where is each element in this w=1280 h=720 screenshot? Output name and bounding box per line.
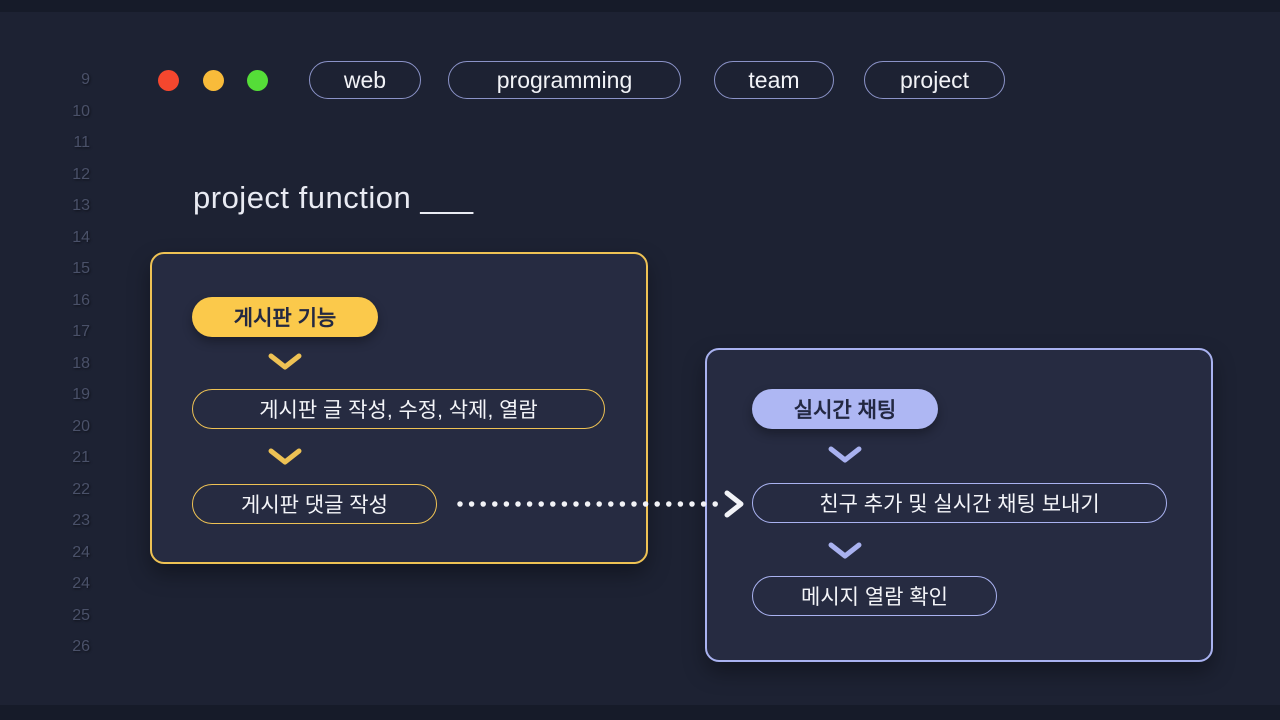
page-title: project function ___ (193, 180, 474, 215)
line-number: 19 (72, 386, 90, 403)
dotted-arrow-icon (457, 490, 744, 518)
bottom-edge-strip (0, 705, 1280, 720)
line-number: 9 (81, 71, 90, 88)
window-zoom-icon[interactable] (247, 70, 268, 91)
line-number: 13 (72, 197, 90, 214)
tag-web[interactable]: web (309, 61, 421, 99)
window-close-icon[interactable] (158, 70, 179, 91)
board-step-pill: 게시판 글 작성, 수정, 삭제, 열람 (192, 389, 605, 429)
line-number: 24 (72, 543, 90, 561)
chevron-down-icon (828, 446, 862, 463)
board-step-pill: 게시판 댓글 작성 (192, 484, 437, 524)
line-number: 26 (72, 638, 90, 655)
line-number: 18 (72, 354, 90, 372)
top-edge-strip (0, 0, 1280, 12)
chat-step-pill: 메시지 열람 확인 (752, 576, 997, 616)
line-number: 12 (72, 165, 90, 183)
tag-programming[interactable]: programming (448, 61, 681, 99)
line-number: 16 (72, 291, 90, 309)
line-number: 24 (72, 575, 90, 592)
line-number: 21 (72, 449, 90, 466)
chevron-down-icon (268, 353, 302, 370)
line-number: 17 (72, 323, 90, 340)
chevron-down-icon (828, 542, 862, 559)
chat-step-pill: 친구 추가 및 실시간 채팅 보내기 (752, 483, 1167, 523)
board-header-pill: 게시판 기능 (192, 297, 378, 337)
chevron-down-icon (268, 448, 302, 465)
line-number: 11 (73, 134, 90, 151)
chat-header-pill: 실시간 채팅 (752, 389, 938, 429)
line-number: 22 (72, 480, 90, 498)
tag-project[interactable]: project (864, 61, 1005, 99)
line-number: 10 (72, 102, 90, 120)
line-number: 25 (72, 606, 90, 624)
line-number: 20 (72, 417, 90, 435)
window-minimize-icon[interactable] (203, 70, 224, 91)
line-number: 15 (72, 260, 90, 277)
editor-line-numbers: 9 10 11 12 13 14 15 16 17 18 19 20 21 22… (40, 64, 90, 663)
line-number: 23 (72, 512, 90, 529)
tag-team[interactable]: team (714, 61, 834, 99)
line-number: 14 (72, 228, 90, 246)
